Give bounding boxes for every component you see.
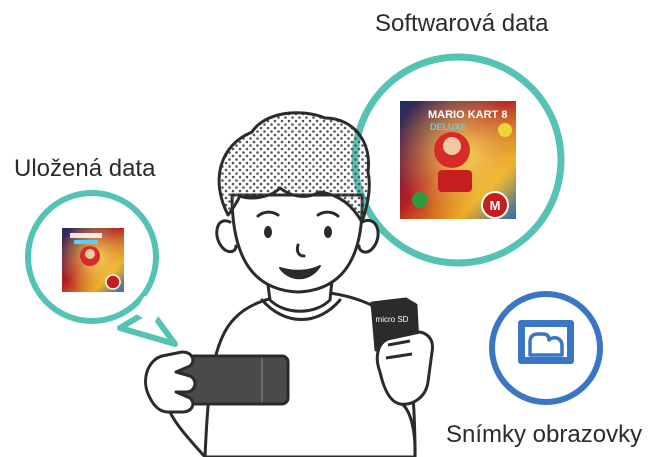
- svg-text:M: M: [490, 198, 501, 213]
- album-image-icon: [518, 320, 574, 364]
- box-art-title-large: MARIO KART 8: [428, 109, 507, 121]
- save-data-bubble: [25, 190, 178, 347]
- screenshot-bubble: [489, 291, 603, 405]
- person-illustration: [203, 111, 417, 457]
- save-data-label: Uložená data: [14, 155, 156, 182]
- mario-kart-box-art-large: M MARIO KART 8 DELUXE: [400, 101, 516, 219]
- microsd-card: micro SD: [370, 297, 434, 457]
- software-data-bubble: M MARIO KART 8 DELUXE: [351, 53, 565, 267]
- box-art-subtitle-large: DELUXE: [430, 122, 467, 132]
- software-data-label: Softwarová data: [375, 10, 549, 37]
- nintendo-switch-console: [144, 350, 290, 457]
- mario-kart-box-art-small: [62, 228, 124, 292]
- hair: [217, 111, 371, 224]
- screenshots-label: Snímky obrazovky: [446, 421, 643, 448]
- microsd-card-label: micro SD: [376, 315, 409, 324]
